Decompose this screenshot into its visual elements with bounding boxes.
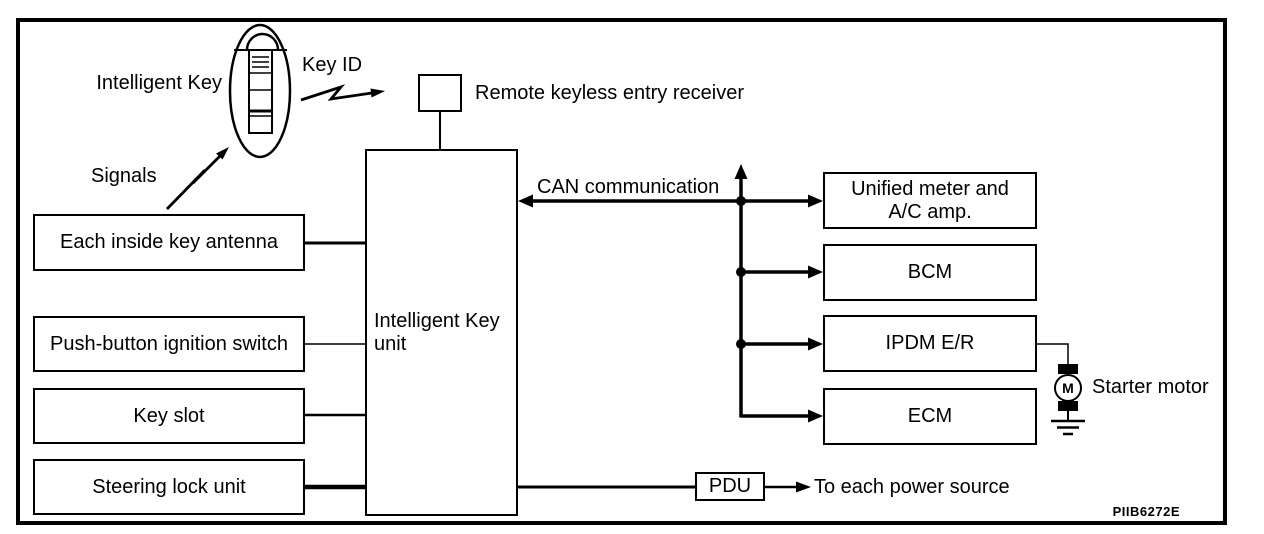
can-right-arrowhead: [808, 194, 823, 208]
box-intelligent-key-unit: Intelligent Key unit: [365, 149, 518, 516]
remote-keyless-receiver-box: [418, 74, 462, 112]
motor-terminal-bottom: [1058, 401, 1078, 411]
box-ecm: ECM: [823, 388, 1037, 445]
power-arrowhead: [796, 481, 811, 493]
box-push-button-ignition-switch: Push-button ignition switch: [33, 316, 305, 372]
box-pdu: PDU: [695, 472, 765, 501]
starter-motor-circuit: [1037, 343, 1085, 436]
figure-code: PIIB6272E: [1112, 504, 1180, 519]
box-unified-meter-ac-amp: Unified meter and A/C amp.: [823, 172, 1037, 229]
signals-zigzag-arrow: [165, 147, 229, 210]
box-key-slot: Key slot: [33, 388, 305, 444]
receiver-label: Remote keyless entry receiver: [475, 82, 744, 104]
key-id-zigzag-arrow: [300, 84, 385, 102]
motor-terminal-top: [1058, 364, 1078, 374]
can-left-arrowhead: [518, 194, 533, 208]
outer-border: [16, 18, 1227, 525]
signals-label: Signals: [91, 165, 157, 187]
power-line: [517, 481, 811, 493]
box-each-inside-key-antenna: Each inside key antenna: [33, 214, 305, 271]
can-communication-label: CAN communication: [537, 176, 720, 198]
power-source-label: To each power source: [814, 476, 1010, 498]
bus-up-arrowhead: [734, 164, 748, 179]
ground-symbol: [1051, 419, 1085, 436]
key-fob-icon: [228, 23, 292, 159]
bcm-arrowhead: [808, 265, 823, 279]
fob-dome: [245, 32, 280, 51]
key-id-label: Key ID: [302, 54, 363, 76]
ipdm-arrowhead: [808, 337, 823, 351]
junction-dot: [736, 196, 746, 206]
intelligent-key-label: Intelligent Key: [96, 72, 222, 94]
can-bus: [518, 164, 823, 423]
starter-motor-symbol: M: [1054, 374, 1082, 402]
box-steering-lock-unit: Steering lock unit: [33, 459, 305, 515]
box-bcm: BCM: [823, 244, 1037, 301]
ecm-arrowhead: [808, 409, 823, 423]
starter-motor-label: Starter motor: [1092, 376, 1209, 398]
box-ipdm-er: IPDM E/R: [823, 315, 1037, 372]
